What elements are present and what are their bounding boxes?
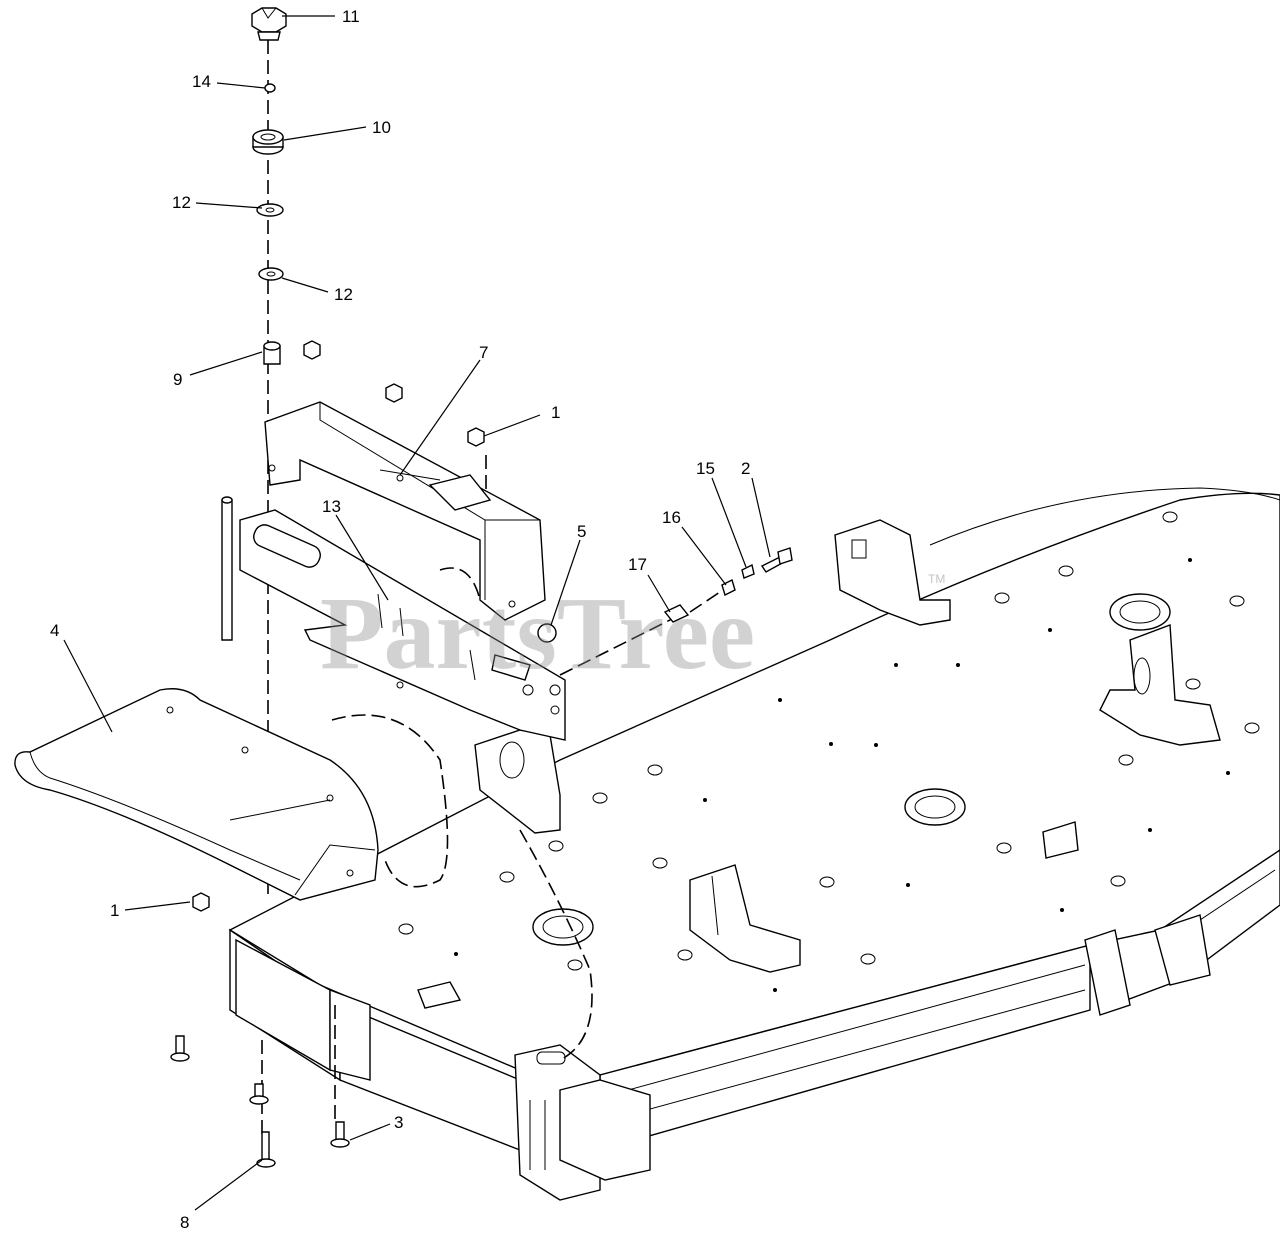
callout-10: 10 [372,118,391,137]
mower-deck [228,487,1280,1201]
hex-nuts [303,340,485,447]
callout-1-upper: 1 [551,403,560,422]
callout-1-lower: 1 [110,901,119,920]
callout-7: 7 [479,343,488,362]
watermark-logo: PartsTree [320,576,755,691]
part-14-nut [264,83,276,93]
callout-16: 16 [662,508,681,527]
part-10-bearing [252,129,284,155]
callout-4: 4 [50,621,59,640]
callout-11: 11 [342,7,360,26]
part-1-nut-lower [192,892,210,912]
callout-14: 14 [192,72,211,91]
callout-9: 9 [173,370,182,389]
bolt-assembly [559,547,793,676]
part-11-knob [251,7,287,41]
watermark-trademark: TM [928,572,945,586]
callout-leaders [63,15,771,1211]
callout-12-lower: 12 [334,285,353,304]
callout-3: 3 [394,1113,403,1132]
part-9-spacer [263,341,281,365]
callout-15: 15 [696,459,715,478]
part-5-bumper [537,623,557,643]
part-12-washer-lower [258,267,284,281]
part-4-discharge-chute [14,688,379,901]
callout-8: 8 [180,1213,189,1232]
part-7-cover [264,401,546,621]
callout-13: 13 [322,497,341,516]
callout-2: 2 [741,459,750,478]
bottom-bolts [170,1035,350,1168]
callout-17: 17 [628,555,647,574]
part-12-washer-upper [256,203,284,217]
callout-12-upper: 12 [172,193,191,212]
callout-5: 5 [577,522,586,541]
part-13-bracket [221,496,566,741]
callout-labels: 11 14 10 12 12 9 7 1 15 2 16 17 13 5 4 1… [50,7,750,1232]
